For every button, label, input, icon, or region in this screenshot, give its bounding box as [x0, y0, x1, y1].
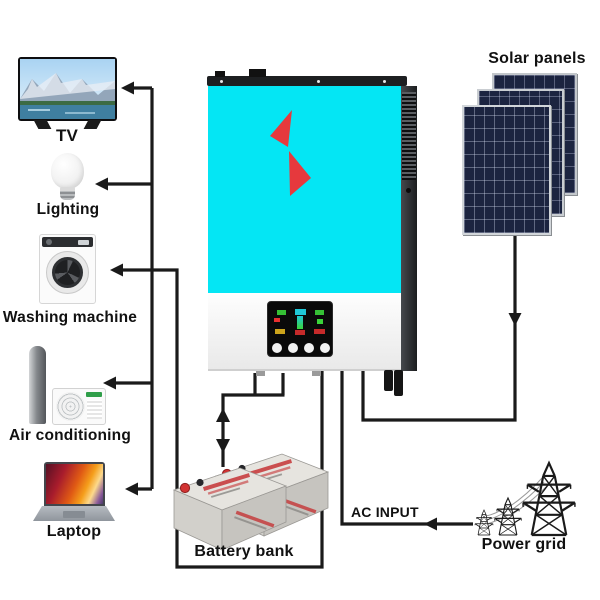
- washer-dial: [46, 239, 52, 245]
- laptop-label: Laptop: [46, 523, 102, 540]
- arrow-ac-input: [424, 517, 437, 531]
- solar-panel-front: [462, 105, 551, 235]
- laptop-wallpaper: [46, 464, 103, 504]
- bracket-tab-1: [215, 71, 225, 77]
- lcd-value-1: [275, 329, 285, 334]
- tv-illustration: [18, 57, 117, 121]
- solar-panels-label: Solar panels: [488, 50, 586, 67]
- lcd-pv-icon: [277, 310, 286, 315]
- lcd-value-3: [314, 329, 325, 334]
- inverter-foot-left: [256, 371, 265, 376]
- arrow-tv: [121, 81, 134, 95]
- lcd-fault-indicator: [274, 318, 280, 322]
- inverter-display-panel: [267, 301, 333, 357]
- lighting-label: Lighting: [36, 201, 100, 218]
- washing-machine-illustration: [39, 234, 96, 304]
- tv-screen: [20, 59, 115, 119]
- laptop-screen: [44, 462, 105, 506]
- inverter-brand-logo: [270, 110, 311, 196]
- arrow-ac: [103, 376, 116, 390]
- washing-machine-label: Washing machine: [2, 309, 138, 326]
- inverter-front-panel: [208, 86, 401, 293]
- display-button-up[interactable]: [288, 343, 298, 353]
- arrow-washing-machine: [110, 263, 123, 277]
- bulb-screw-base: [60, 191, 75, 200]
- bracket-hole-2: [317, 79, 320, 83]
- ac-brand-badge: [86, 392, 102, 397]
- display-button-enter[interactable]: [320, 343, 330, 353]
- bulb-neck: [60, 187, 75, 192]
- power-grid-illustration: [474, 461, 577, 537]
- bracket-tab-2: [249, 69, 266, 77]
- light-bulb-icon: [51, 153, 84, 189]
- tv-label: TV: [55, 126, 79, 145]
- battery-front: [173, 467, 287, 551]
- inverter-top-bracket: [207, 69, 407, 86]
- lcd-inverter-icon: [295, 309, 306, 315]
- pylon-large: [521, 461, 577, 537]
- arrowheads: [95, 81, 522, 531]
- ac-tower-unit: [29, 346, 46, 424]
- power-grid-label: Power grid: [481, 536, 567, 553]
- bracket-hole-1: [220, 79, 223, 83]
- lcd-load-indicator: [317, 319, 323, 324]
- power-cable-plug: [394, 370, 403, 396]
- battery-bank-illustration: [173, 453, 329, 551]
- inverter-foot-right: [312, 371, 321, 376]
- heatsink-vents: [402, 92, 416, 180]
- lcd-battery-bar: [297, 316, 303, 329]
- arrow-laptop: [125, 482, 138, 496]
- laptop-base: [33, 506, 115, 521]
- arrow-battery-up: [216, 408, 230, 422]
- arrow-pv-down: [508, 313, 522, 326]
- ac-fan-grille: [56, 392, 85, 421]
- display-button-esc[interactable]: [272, 343, 282, 353]
- washer-door: [46, 251, 89, 294]
- power-cable-connector: [384, 370, 393, 391]
- bracket-hole-3: [383, 79, 386, 83]
- arrow-lighting: [95, 177, 108, 191]
- display-button-down[interactable]: [304, 343, 314, 353]
- lcd-grid-icon: [315, 310, 324, 315]
- ac-louvers: [87, 400, 102, 419]
- side-port-hole: [406, 188, 411, 193]
- wire-pv-input: [361, 236, 517, 422]
- ac-outdoor-unit: [52, 388, 106, 425]
- battery-bank-label: Battery bank: [194, 543, 294, 560]
- ac-input-label: AC INPUT: [351, 504, 419, 520]
- arrow-battery-down: [216, 439, 230, 453]
- air-conditioning-label: Air conditioning: [8, 427, 131, 444]
- pylon-medium: [494, 497, 522, 536]
- laptop-touchpad: [63, 511, 85, 518]
- washer-display: [78, 239, 89, 245]
- washer-control-panel: [42, 237, 93, 247]
- inverter-heatsink-side: [401, 86, 417, 371]
- washer-drum: [52, 257, 83, 288]
- lcd-value-2: [295, 330, 305, 335]
